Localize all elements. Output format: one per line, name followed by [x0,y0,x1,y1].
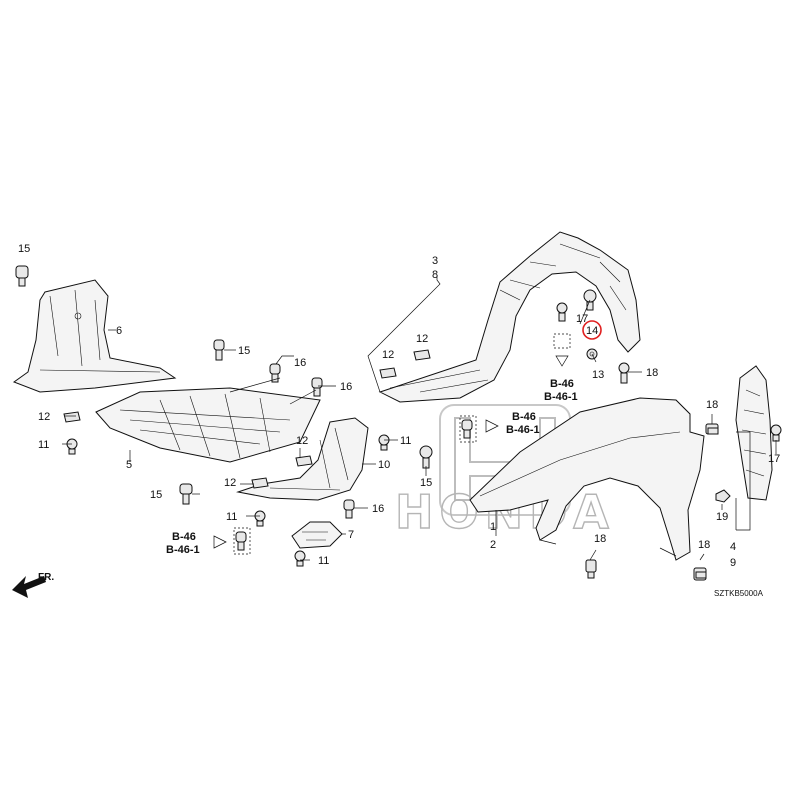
callout-3[interactable]: 3 [432,255,438,267]
front-label: FR. [38,572,54,583]
callout-18d[interactable]: 18 [698,539,710,551]
callout-19[interactable]: 19 [716,511,728,523]
front-direction-arrow: FR. [12,572,54,598]
callout-8[interactable]: 8 [432,269,438,281]
callout-1[interactable]: 1 [490,521,496,533]
clip-ref-center[interactable] [461,419,473,439]
part-4-bracket[interactable] [735,365,773,501]
leader-lines [62,276,777,561]
ref-upper-top[interactable]: B-46 [550,378,574,390]
callout-6[interactable]: 6 [116,325,122,337]
callout-12f[interactable]: 12 [382,349,394,361]
clip-11c[interactable] [254,510,266,527]
callout-11b[interactable]: 11 [400,435,411,447]
nut-12e[interactable] [379,367,397,379]
callout-15b[interactable]: 15 [238,345,250,357]
callout-9[interactable]: 9 [730,557,736,569]
drawing-code: SZTKB5000A [714,589,764,598]
clip-17a[interactable] [556,302,568,322]
part-10-side-splash[interactable] [236,417,369,501]
highlight-circle-14 [582,320,602,340]
nut-12b[interactable] [295,455,313,467]
callout-16c[interactable]: 16 [372,503,384,515]
callout-2[interactable]: 2 [490,539,496,551]
ref-center-top[interactable]: B-46 [512,411,536,423]
clip-16a[interactable] [269,363,281,383]
callout-5[interactable]: 5 [126,459,132,471]
callout-16b[interactable]: 16 [340,381,352,393]
callout-17b[interactable]: 17 [768,453,780,465]
clip-17b[interactable] [770,424,782,442]
callout-7[interactable]: 7 [348,529,354,541]
callout-11c[interactable]: 11 [226,511,237,523]
nut-12a[interactable] [63,411,81,423]
callout-11d[interactable]: 11 [318,555,329,567]
fasteners [15,265,782,581]
clip-11a[interactable] [66,438,78,455]
clip-11b[interactable] [378,434,390,451]
callout-12a[interactable]: 12 [38,411,50,423]
part-3-inner-fender[interactable] [378,231,641,403]
clip-15b[interactable] [213,339,225,361]
bolt-15c[interactable] [419,445,433,469]
callout-15a[interactable]: 15 [18,243,30,255]
ref-upper-bottom[interactable]: B-46-1 [544,391,578,403]
part-5-under-cover[interactable] [95,387,321,463]
callout-4[interactable]: 4 [730,541,736,553]
clip-15a[interactable] [15,265,29,287]
clip-16c[interactable] [343,499,355,519]
ref-left-bottom[interactable]: B-46-1 [166,544,200,556]
callout-15c[interactable]: 15 [420,477,432,489]
callout-11a[interactable]: 11 [38,439,49,451]
bolt-18c[interactable] [585,559,597,579]
clip-16b[interactable] [311,377,323,397]
clip-ref-left[interactable] [235,531,247,551]
bolt-18d[interactable] [693,567,707,581]
callout-15d[interactable]: 15 [150,489,162,501]
nut-12f[interactable] [413,349,431,361]
callout-17a[interactable]: 17 [576,313,588,325]
ref-left-top[interactable]: B-46 [172,531,196,543]
callout-18c[interactable]: 18 [594,533,606,545]
part-6-shield[interactable] [12,279,177,393]
callout-10[interactable]: 10 [378,459,390,471]
callout-18b[interactable]: 18 [706,399,718,411]
clip-15d[interactable] [179,483,193,505]
part-1-fender[interactable] [469,397,705,561]
ref-arrows [213,355,569,549]
callout-16a[interactable]: 16 [294,357,306,369]
callout-12b[interactable]: 12 [296,435,308,447]
callout-13[interactable]: 13 [592,369,604,381]
nut-12c[interactable] [251,477,269,489]
part-7-bracket[interactable] [291,521,343,549]
nut-19[interactable] [715,489,731,503]
callout-12e[interactable]: 12 [416,333,428,345]
bolt-18b[interactable] [705,423,719,435]
callout-18a[interactable]: 18 [646,367,658,379]
ref-codes: B-46 B-46-1 B-46 B-46-1 B-46 B-46-1 [166,378,578,556]
callout-numbers: 15 6 15 16 16 12 11 5 12 12 11 10 15 15 … [18,243,780,569]
ref-center-bottom[interactable]: B-46-1 [506,424,540,436]
callout-12c[interactable]: 12 [224,477,236,489]
bolt-18a[interactable] [618,362,630,384]
clip-11d[interactable] [294,550,306,567]
ref-boxes [233,333,571,555]
clip-17-upper[interactable] [583,289,597,311]
callout-14[interactable]: 14 [586,325,598,337]
